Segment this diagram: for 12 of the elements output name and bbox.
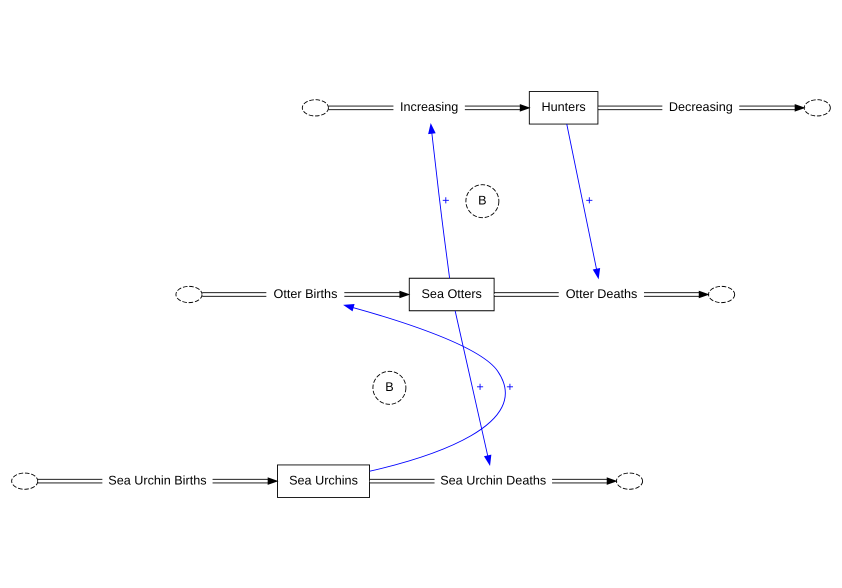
label: B [385,380,394,394]
edge-label: + [586,193,594,208]
node-text: Increasing [400,100,458,114]
edge-label: + [476,380,484,394]
node-text: Otter Deaths [566,286,638,300]
node-text: Sea Urchin Deaths [440,472,546,487]
node-text: Otter Births [274,286,338,300]
node-text: Decreasing [668,100,733,114]
node-text: Sea Urchin Births [108,472,207,487]
edge-label: + [442,193,450,208]
label: B [478,193,487,208]
edge-label: + [506,380,514,394]
